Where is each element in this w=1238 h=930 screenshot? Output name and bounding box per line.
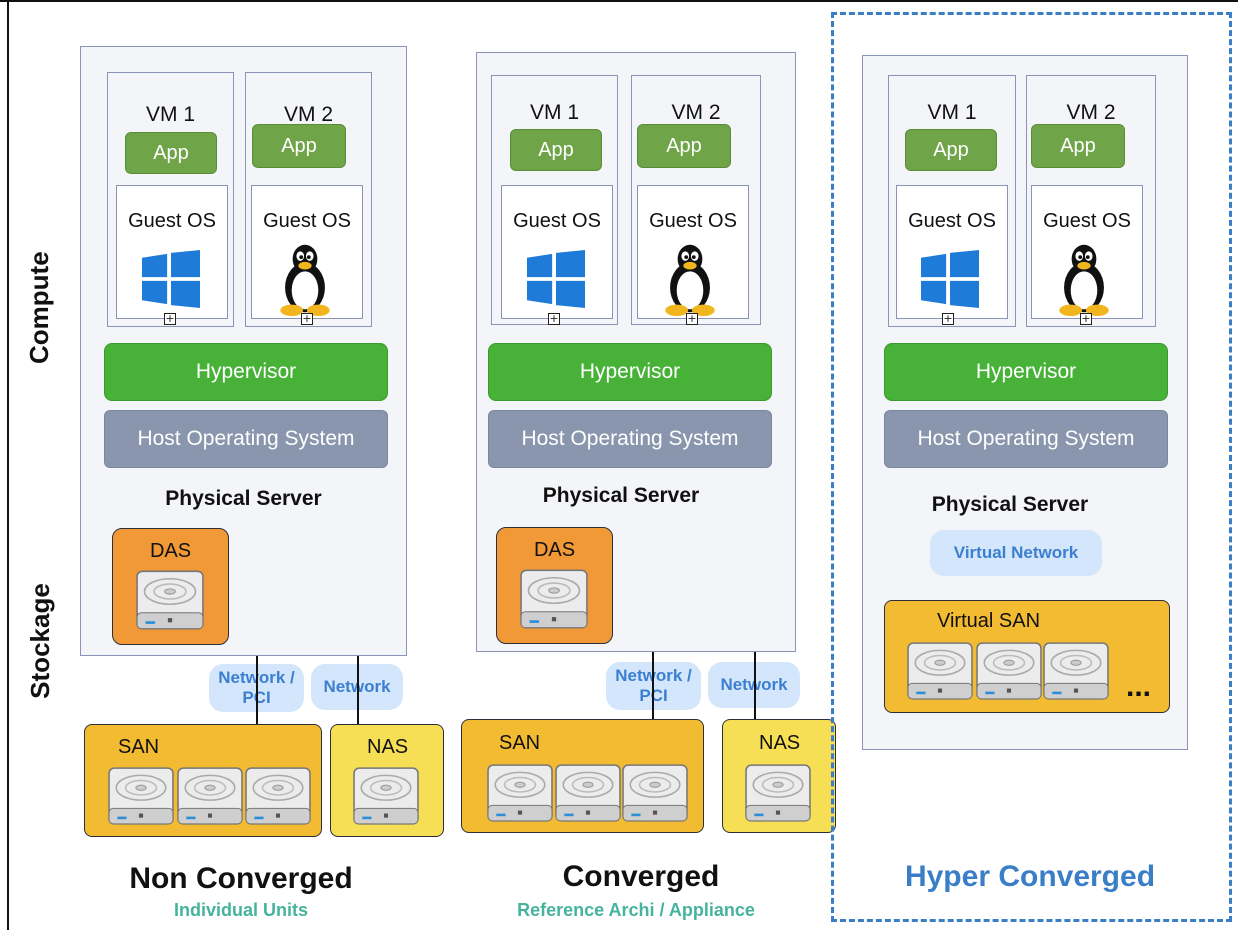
vm1-title: VM 1 [927, 101, 977, 124]
vm2-guest-os-label: Guest OS [263, 210, 351, 232]
vm1-guest-os-label: Guest OS [908, 210, 996, 232]
windows-icon [527, 250, 585, 308]
virtual-network-badge: Virtual Network [930, 530, 1102, 576]
linux-tux-icon [660, 240, 720, 316]
hypervisor-box: Hypervisor [488, 343, 772, 401]
vm1-guest-os-box [501, 185, 613, 319]
vm1-app-box: App [125, 132, 217, 174]
san-label: SAN [499, 732, 541, 754]
expand-icon[interactable]: + [301, 312, 313, 325]
vm2-title: VM 2 [283, 103, 333, 126]
virtual-network-label: Virtual Network [953, 543, 1079, 562]
linux-tux-icon [1054, 240, 1114, 316]
non-converged-title: Non Converged [129, 862, 353, 895]
host-os-box: Host Operating System [488, 410, 772, 468]
expand-icon[interactable]: + [164, 312, 176, 325]
windows-icon [142, 250, 200, 308]
hypervisor-box: Hypervisor [104, 343, 388, 401]
hypervisor-box: Hypervisor [884, 343, 1168, 401]
hard-drive-icon [108, 765, 174, 827]
hard-drive-icon [745, 762, 811, 824]
virtual-san-label: Virtual SAN [937, 610, 1041, 632]
frame-top-border [0, 0, 1238, 2]
converged-subtitle: Reference Archi / Appliance [517, 900, 755, 920]
physical-server-label: Physical Server [165, 487, 322, 510]
vm2-guest-os-label: Guest OS [649, 210, 737, 232]
hard-drive-icon [520, 569, 588, 629]
vm2-guest-os-label: Guest OS [1043, 210, 1131, 232]
expand-icon[interactable]: + [1080, 312, 1092, 325]
connector-line [256, 656, 258, 726]
das-label: DAS [149, 540, 192, 562]
nas-label: NAS [759, 732, 801, 754]
vm2-title: VM 2 [671, 101, 721, 124]
hard-drive-icon [907, 640, 973, 702]
host-os-box: Host Operating System [104, 410, 388, 468]
vm1-app-box: App [905, 129, 997, 171]
nas-label: NAS [367, 736, 409, 758]
expand-icon[interactable]: + [942, 312, 954, 325]
windows-icon [921, 250, 979, 308]
physical-server-label: Physical Server [542, 484, 700, 507]
vm1-guest-os-label: Guest OS [513, 210, 601, 232]
converged-title: Converged [562, 860, 720, 893]
hyper-converged-title: Hyper Converged [904, 860, 1156, 893]
connector-line [357, 656, 359, 726]
compute-side-label: Compute [24, 251, 54, 364]
vm2-title: VM 2 [1066, 101, 1116, 124]
more-disks-ellipsis: ... [1126, 670, 1152, 703]
linux-tux-icon [275, 240, 335, 316]
connector-line [652, 652, 654, 724]
frame-left-border [7, 0, 9, 930]
vm2-app-box: App [252, 124, 346, 168]
hard-drive-icon [245, 765, 311, 827]
vm1-title: VM 1 [529, 101, 579, 124]
hard-drive-icon [555, 762, 621, 824]
hard-drive-icon [177, 765, 243, 827]
storage-side-label: Stockage [25, 583, 55, 699]
expand-icon[interactable]: + [686, 312, 698, 325]
connector-line [754, 652, 756, 724]
vm2-app-box: App [1031, 124, 1125, 168]
non-converged-subtitle: Individual Units [173, 900, 308, 920]
hard-drive-icon [622, 762, 688, 824]
vm1-title: VM 1 [145, 103, 195, 126]
hyper-converged-frame [831, 12, 1232, 922]
das-label: DAS [533, 539, 576, 561]
hard-drive-icon [136, 570, 204, 630]
network-label: Network [323, 677, 390, 697]
physical-server-label: Physical Server [931, 493, 1089, 516]
hard-drive-icon [353, 765, 419, 827]
san-label: SAN [118, 736, 160, 758]
hard-drive-icon [487, 762, 553, 824]
vm2-app-box: App [637, 124, 731, 168]
vm1-guest-os-label: Guest OS [128, 210, 216, 232]
vm1-app-box: App [510, 129, 602, 171]
hard-drive-icon [976, 640, 1042, 702]
hard-drive-icon [1043, 640, 1109, 702]
network-label: Network [720, 675, 787, 695]
expand-icon[interactable]: + [548, 312, 560, 325]
host-os-box: Host Operating System [884, 410, 1168, 468]
